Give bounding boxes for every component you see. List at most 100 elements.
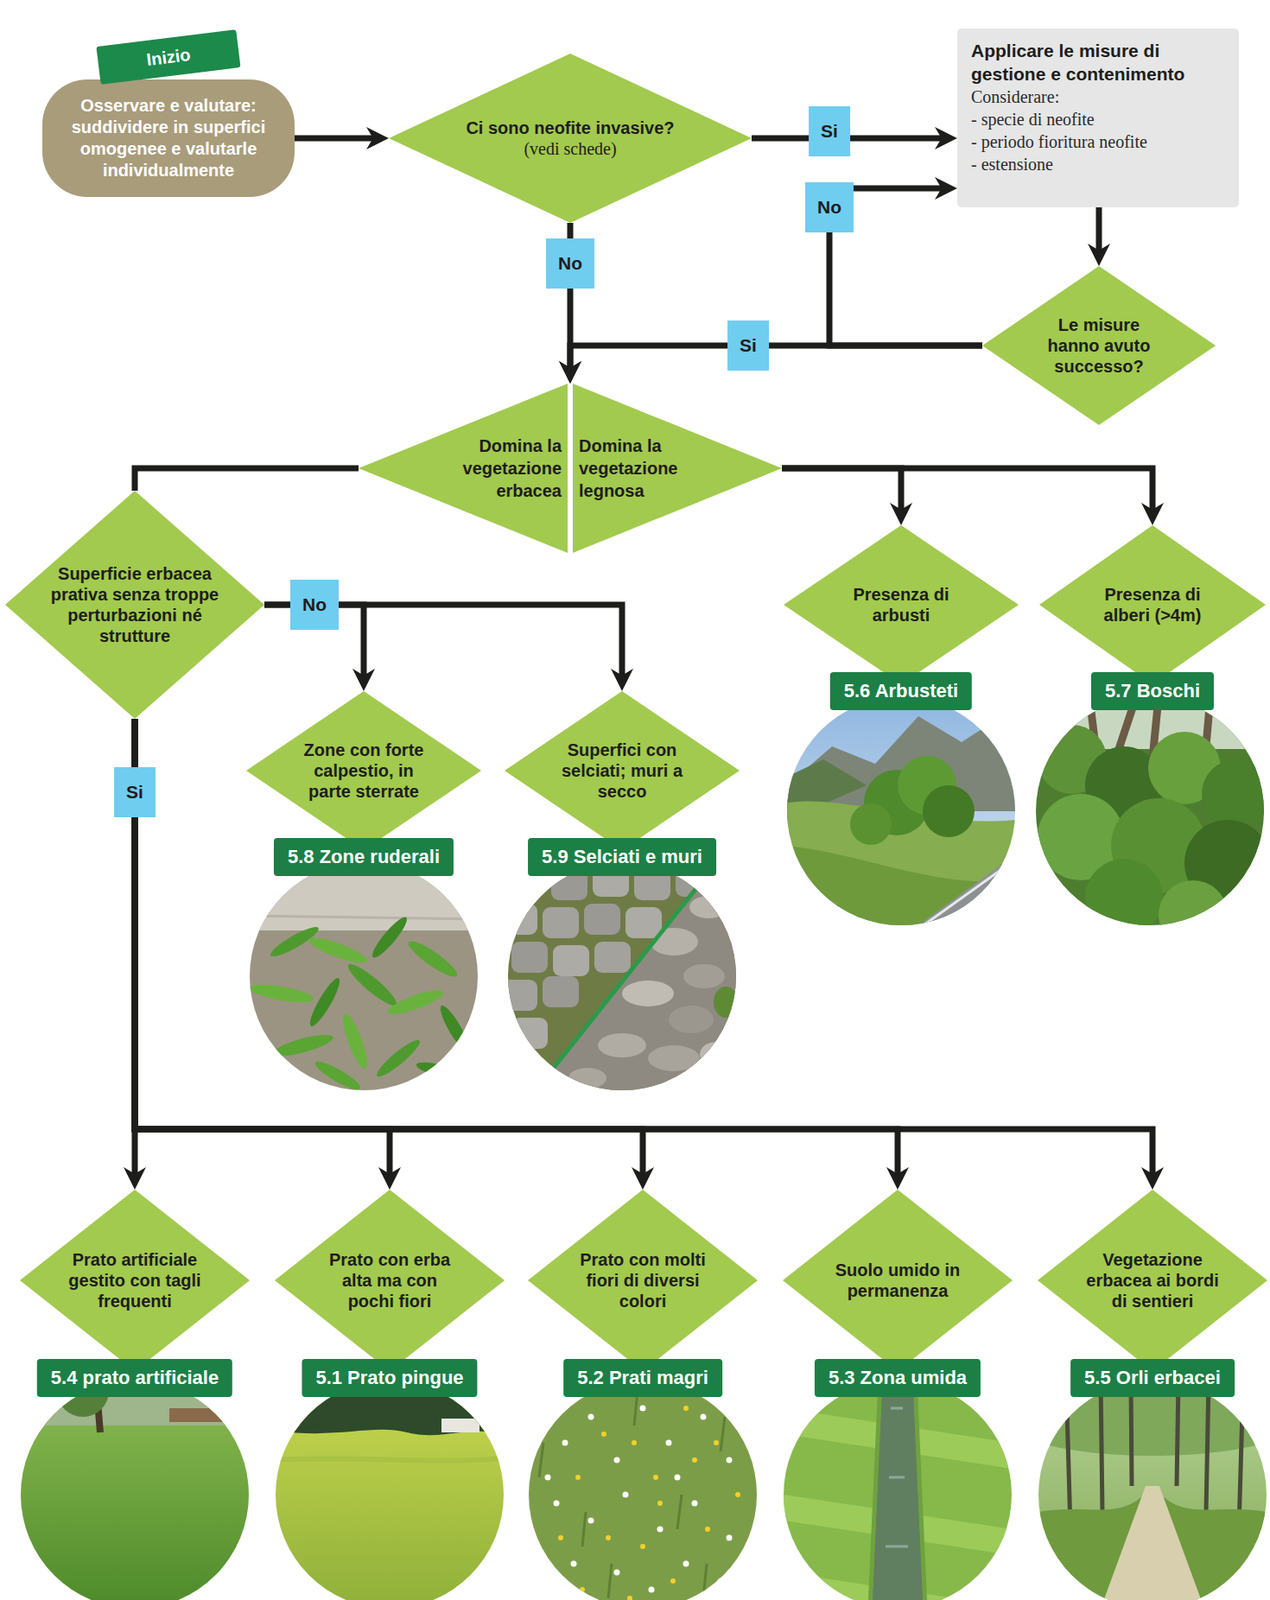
text-area: Applicare le misure di gestione e conten…: [971, 38, 1226, 176]
decision-text: Prato con molti fiori di diversi colori: [576, 1249, 710, 1312]
paving-wall-photo: [668, 1005, 714, 1034]
decision-diamond: Prato con molti fiori di diversi colori5…: [527, 1189, 758, 1372]
decision-diamond: Presenza di arbusti5.6 Arbusteti: [783, 525, 1019, 685]
diamond-outline: [783, 525, 1019, 685]
action-heading: Applicare le misure di gestione e conten…: [971, 38, 1226, 86]
paving-wall-photo: [511, 941, 548, 973]
paving-wall-photo: [622, 980, 674, 1007]
ruderal-photo: [248, 861, 479, 1092]
decision-diamond: Zone con forte calpestio, in parte sterr…: [246, 691, 482, 851]
wetland-photo: [783, 1380, 1012, 1600]
forest-photo: [1035, 697, 1270, 950]
ruderal-photo: [248, 915, 479, 920]
decision-diamond: Suolo umido in permanenza5.3 Zona umida: [782, 1189, 1013, 1372]
lean-meadow-photo: [717, 1578, 724, 1585]
paving-wall-photo: [568, 1067, 607, 1089]
flow-connector: [1096, 207, 1103, 256]
decision-text: Superfici con selciati; muri a secco: [553, 739, 691, 802]
lean-meadow-photo: [666, 1440, 673, 1447]
decision-diamond: Superfici con selciati; muri a secco5.9 …: [504, 691, 740, 851]
lean-meadow-photo: [683, 1405, 689, 1411]
lean-meadow-photo: [528, 1380, 757, 1600]
decision-text: Superficie erbacea prativa senza troppe …: [48, 563, 222, 647]
shrubland-photo: [787, 697, 1016, 926]
lean-meadow-photo: [713, 1440, 719, 1446]
rich-meadow-photo: [275, 1380, 504, 1600]
paving-wall-photo: [507, 861, 737, 1092]
text-area: Zone con forte calpestio, in parte sterr…: [295, 739, 432, 802]
decision-text: Suolo umido in permanenza: [831, 1259, 965, 1302]
forest-photo: [1158, 880, 1228, 950]
diamond-outline: [246, 691, 482, 851]
ruderal-photo: [271, 1030, 336, 1061]
text-area: Presenza di arbusti: [832, 584, 970, 626]
paving-wall-photo: [647, 1045, 700, 1072]
decision-text: Zone con forte calpestio, in parte sterr…: [295, 739, 432, 802]
diamond-outline: [388, 53, 752, 223]
flow-connector: [570, 345, 983, 374]
branch-label: No: [546, 238, 595, 289]
shrubland-photo: [850, 803, 892, 845]
section-tag: 5.8 Zone ruderali: [273, 838, 454, 877]
half-diamond: [358, 383, 568, 553]
ruderal-photo: [436, 1003, 473, 1055]
lean-meadow-photo: [648, 1587, 655, 1594]
lean-meadow-photo: [726, 1535, 733, 1542]
paving-wall-photo: [597, 1033, 647, 1058]
decision-text: Prato artificiale gestito con tagli freq…: [68, 1249, 202, 1312]
lean-meadow-photo: [545, 1474, 552, 1481]
lean-meadow-photo: [614, 1569, 621, 1576]
decision-diamond: Prato artificiale gestito con tagli freq…: [19, 1189, 250, 1372]
diamond-outline: [274, 1189, 505, 1372]
lawn-photo: [20, 1380, 249, 1600]
text-area: Suolo umido in permanenza: [831, 1259, 965, 1302]
decision-diamond: Vegetazione erbacea ai bordi di sentieri…: [1037, 1189, 1268, 1372]
paving-wall-photo: [501, 979, 538, 1011]
shrubland-photo: [787, 845, 1016, 926]
section-tag: 5.1 Prato pingue: [301, 1358, 477, 1397]
paving-wall-photo: [584, 903, 621, 935]
node-shape: [358, 383, 782, 553]
paving-wall-photo: [594, 941, 631, 973]
lean-meadow-photo: [627, 1595, 633, 1600]
path-edge-photo: [1038, 1380, 1267, 1600]
lean-meadow-photo: [588, 1517, 595, 1524]
text-area: Osservare e valutare: suddividere in sup…: [60, 95, 277, 182]
paving-wall-photo: [501, 903, 538, 935]
text-area: Ci sono neofite invasive?(vedi schede): [440, 117, 700, 160]
path-edge-photo: [1100, 1485, 1205, 1600]
lean-meadow-photo: [605, 1535, 611, 1541]
forest-photo: [1035, 697, 1270, 950]
split-decision-diamond: Domina la vegetazione erbaceaDomina la v…: [358, 383, 782, 553]
branch-label: Si: [114, 767, 156, 818]
lean-meadow-photo: [588, 1414, 595, 1421]
decision-diamond: Presenza di alberi (>4m)5.7 Boschi: [1039, 525, 1266, 685]
ruderal-photo: [312, 1057, 364, 1094]
wetland-photo: [869, 1380, 926, 1600]
wetland-photo: [885, 1408, 909, 1547]
start-tag: Inizio: [95, 29, 241, 85]
section-tag: 5.6 Arbusteti: [830, 672, 972, 711]
flow-connector: [781, 468, 902, 515]
wetland-photo: [783, 1380, 1012, 1600]
text-area: Prato con molti fiori di diversi colori: [576, 1249, 710, 1312]
action-text: - estensione: [971, 152, 1226, 176]
paving-wall-photo: [699, 1041, 735, 1067]
diamond-outline: [1037, 1189, 1268, 1372]
text-area: Superficie erbacea prativa senza troppe …: [48, 563, 222, 647]
lean-meadow-photo: [622, 1492, 629, 1499]
forest-photo: [1201, 759, 1270, 829]
decision-text: Vegetazione erbacea ai bordi di sentieri: [1085, 1249, 1220, 1312]
paving-wall-photo: [535, 862, 718, 1091]
node-shape: [783, 525, 1019, 685]
ruderal-photo: [247, 981, 316, 1007]
shrubland-photo: [787, 697, 1016, 926]
rich-meadow-photo: [275, 1380, 504, 1600]
lean-meadow-photo: [657, 1526, 664, 1533]
lean-meadow-photo: [640, 1543, 646, 1550]
decision-text: Le misure hanno avuto successo?: [1029, 314, 1169, 377]
branch-label: No: [805, 182, 854, 233]
text-area: Le misure hanno avuto successo?: [1029, 314, 1169, 377]
text-area: Superfici con selciati; muri a secco: [553, 739, 691, 802]
